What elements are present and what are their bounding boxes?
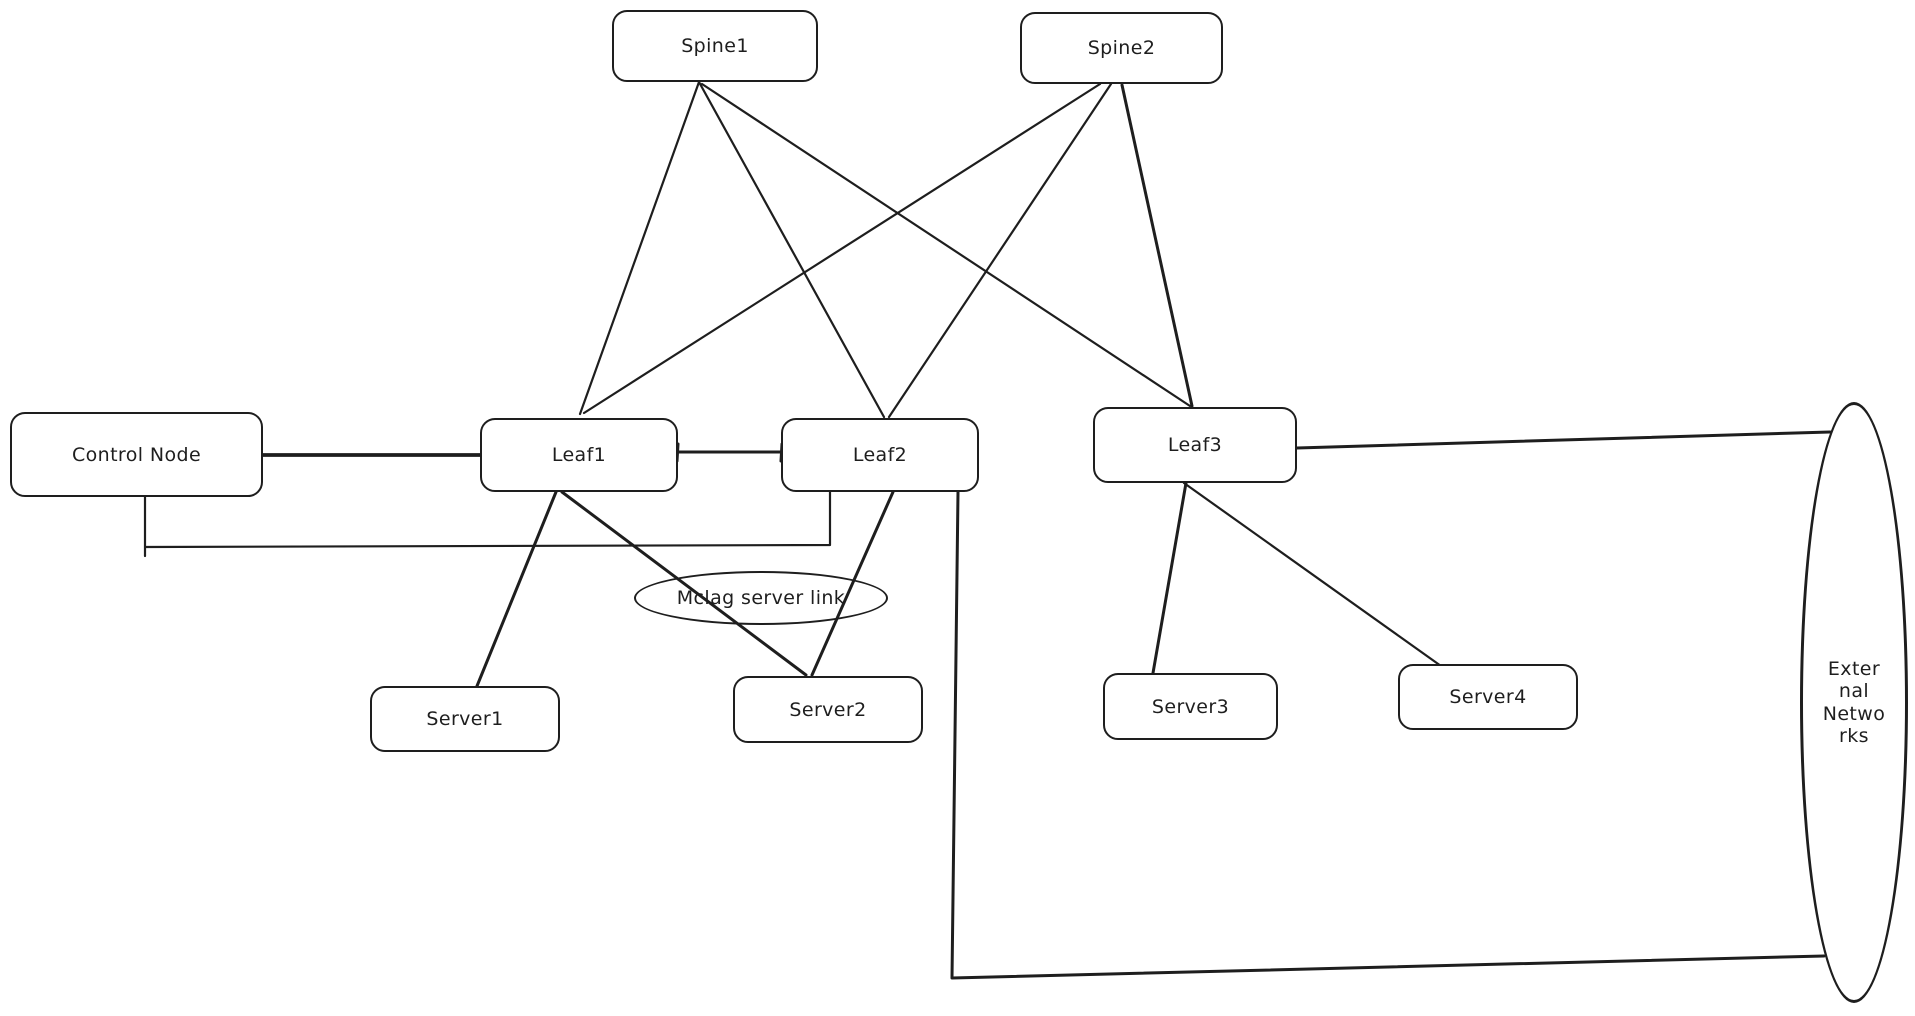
node-control-node-label: Control Node bbox=[71, 443, 202, 466]
edge-leaf3-server3 bbox=[1151, 481, 1188, 675]
edge-controlnode-leaf2 bbox=[143, 490, 832, 558]
edge-leaf2-external bbox=[950, 490, 1826, 980]
node-server4[interactable]: Server4 bbox=[1398, 664, 1578, 730]
node-server4-label: Server4 bbox=[1449, 686, 1527, 708]
edge-spine1-leaf2 bbox=[697, 80, 886, 419]
edge-leaf3-server4 bbox=[1182, 481, 1443, 668]
node-server3[interactable]: Server3 bbox=[1103, 673, 1278, 740]
node-server3-label: Server3 bbox=[1151, 695, 1230, 718]
edge-leaf1-leaf2 bbox=[675, 442, 784, 463]
edge-spine2-leaf3 bbox=[1120, 83, 1194, 408]
external-networks-ellipse[interactable]: Exter nal Netwo rks bbox=[1800, 402, 1908, 1003]
node-leaf1-label: Leaf1 bbox=[551, 444, 607, 466]
node-spine1[interactable]: Spine1 bbox=[612, 10, 818, 82]
node-server1[interactable]: Server1 bbox=[370, 686, 560, 752]
node-spine2-label: Spine2 bbox=[1087, 37, 1156, 59]
node-control-node[interactable]: Control Node bbox=[10, 412, 263, 497]
node-server2-label: Server2 bbox=[789, 698, 867, 721]
node-spine2[interactable]: Spine2 bbox=[1020, 12, 1223, 84]
node-leaf2[interactable]: Leaf2 bbox=[781, 418, 979, 492]
node-leaf1[interactable]: Leaf1 bbox=[480, 418, 678, 492]
mclag-server-link-ellipse[interactable]: Mclag server link bbox=[634, 571, 888, 625]
edge-leaf3-external bbox=[1295, 430, 1832, 450]
edge-spine2-leaf1 bbox=[582, 82, 1102, 415]
node-spine1-label: Spine1 bbox=[681, 35, 749, 57]
node-leaf3[interactable]: Leaf3 bbox=[1093, 407, 1297, 483]
external-networks-label: Exter nal Netwo rks bbox=[1822, 657, 1886, 747]
node-server2[interactable]: Server2 bbox=[733, 676, 923, 743]
edge-spine1-leaf1 bbox=[578, 80, 701, 416]
node-leaf2-label: Leaf2 bbox=[852, 444, 908, 466]
node-leaf3-label: Leaf3 bbox=[1167, 434, 1223, 456]
node-server1-label: Server1 bbox=[426, 708, 504, 730]
edge-leaf1-server1 bbox=[475, 490, 558, 688]
edge-spine2-leaf2 bbox=[887, 82, 1113, 419]
mclag-server-link-label: Mclag server link bbox=[676, 587, 846, 609]
edge-spine1-leaf3 bbox=[700, 82, 1192, 408]
